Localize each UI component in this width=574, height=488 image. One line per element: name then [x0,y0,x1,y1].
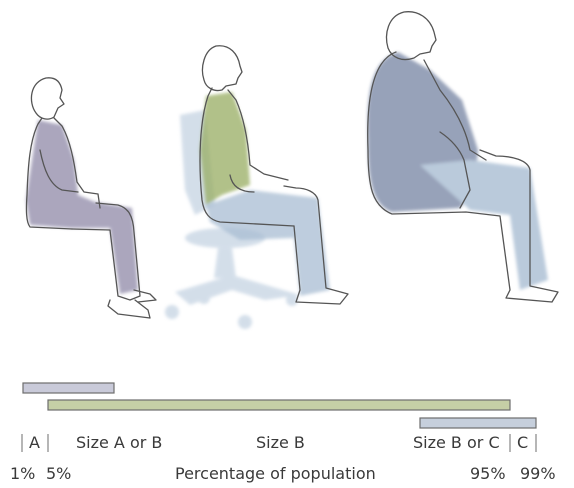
axis-title: Percentage of population [175,465,376,483]
label-size-c: C [517,434,528,452]
label-percent-1: 1% [10,465,35,483]
range-bar-size-a [23,383,114,393]
label-percent-99: 99% [520,465,556,483]
range-bar-size-c [420,418,536,428]
figure-size-a [26,78,156,318]
label-size-a-or-b: Size A or B [76,434,162,452]
range-bar-size-b [48,400,510,410]
label-size-b-or-c: Size B or C [413,434,500,452]
label-size-a: A [29,434,40,452]
label-percent-5: 5% [46,465,71,483]
label-percent-95: 95% [470,465,506,483]
figure-size-b [165,46,348,329]
figure-size-c [368,12,558,302]
label-size-b: Size B [256,434,305,452]
